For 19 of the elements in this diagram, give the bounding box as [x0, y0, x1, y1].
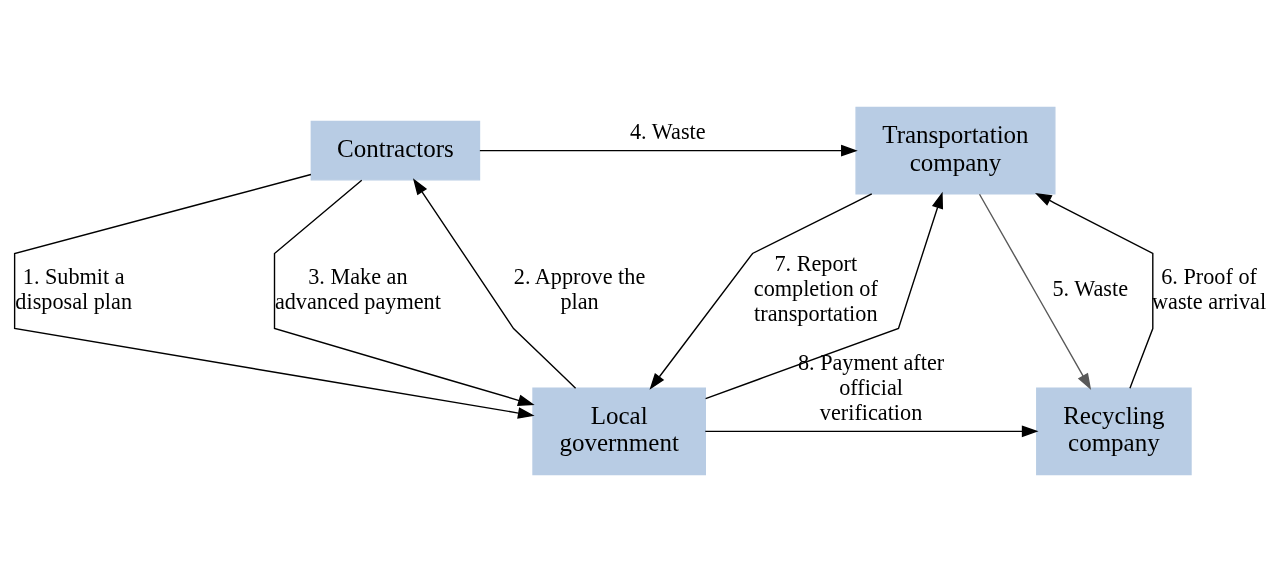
edge-label: 4. Waste — [630, 118, 706, 144]
arrow — [1035, 192, 1154, 389]
edge-label: 5. Waste — [1052, 275, 1129, 301]
edge-label: 3. Make an advanced payment — [274, 263, 441, 314]
edge-label: 2. Approve the plan — [513, 263, 646, 314]
node-box: Transportation company — [855, 106, 1056, 194]
node-box: Recycling company — [1036, 387, 1192, 475]
arrow — [704, 425, 1039, 437]
arrow — [412, 177, 577, 389]
arrow — [13, 173, 535, 419]
arrow — [273, 179, 535, 406]
node-box: Local government — [532, 387, 706, 475]
edge-label: 1. Submit a disposal plan — [15, 263, 133, 314]
arrow — [978, 193, 1092, 390]
arrow — [649, 192, 873, 390]
node-box: Contractors — [310, 120, 481, 180]
edge-label: 7. Report completion of transportation — [753, 250, 878, 326]
arrow — [479, 144, 858, 156]
arrow — [704, 191, 944, 399]
